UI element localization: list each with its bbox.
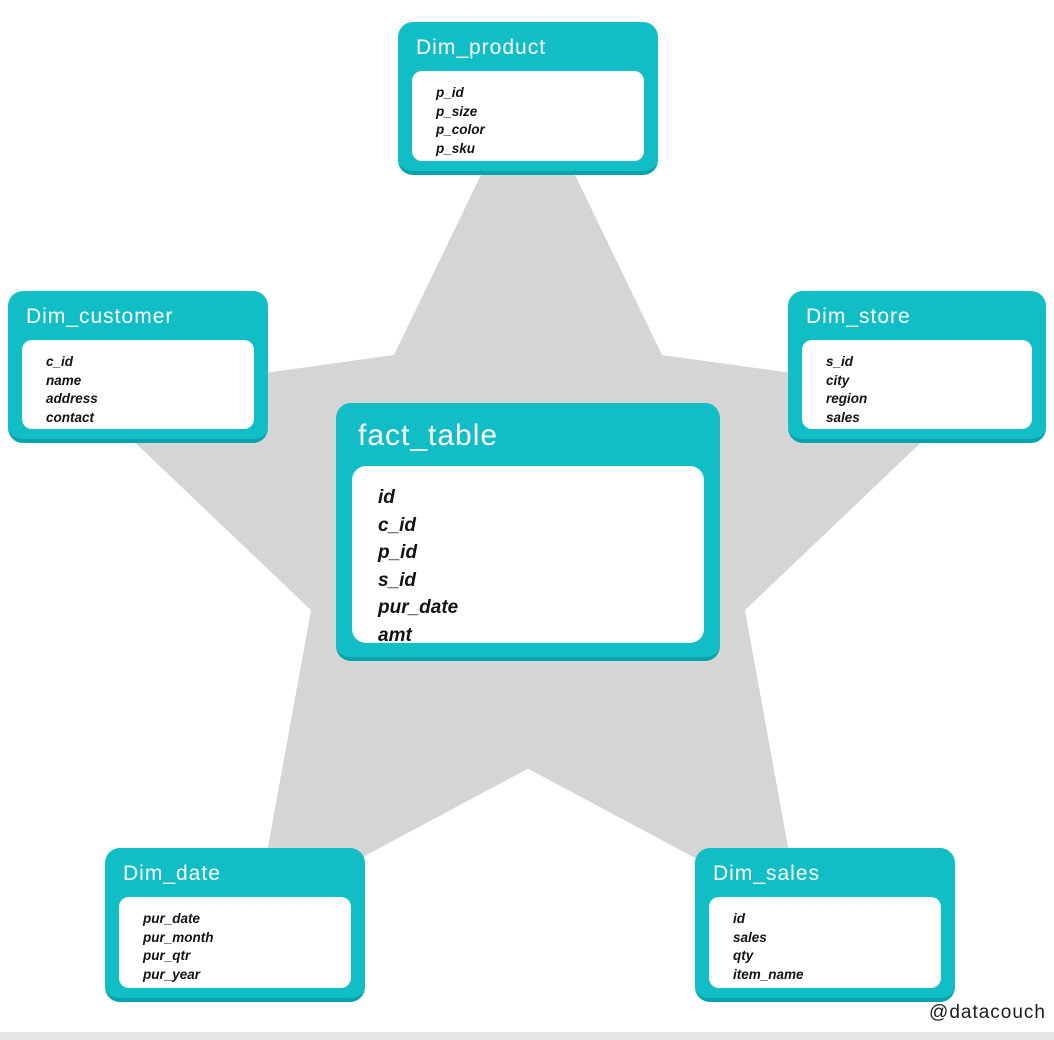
field-name: contact <box>46 410 95 426</box>
field-name: id <box>378 487 395 508</box>
field-name: c_id <box>378 514 417 536</box>
field-name: item_name <box>733 967 804 983</box>
table-dim-product: Dim_product p_id p_size p_color p_sku <box>398 22 658 175</box>
table-title: fact_table <box>358 419 499 452</box>
field-name: pur_date <box>378 597 459 618</box>
field-name: p_id <box>378 542 418 563</box>
field-name: qty <box>733 948 754 964</box>
table-title: Dim_store <box>806 305 911 328</box>
table-dim-customer: Dim_customer c_id name address contact <box>8 291 268 443</box>
field-name: sales <box>826 410 860 426</box>
field-name: sales <box>733 929 767 945</box>
field-name: p_color <box>436 122 485 138</box>
table-dim-sales: Dim_sales id sales qty item_name <box>695 848 955 1002</box>
table-title: Dim_date <box>123 862 221 885</box>
field-name: pur_qtr <box>143 948 191 964</box>
table-dim-date: Dim_date pur_date pur_month pur_qtr pur_… <box>105 848 365 1002</box>
field-name: pur_year <box>143 967 201 983</box>
field-name: amt <box>378 624 412 644</box>
table-field-list: id c_id p_id s_id pur_date amt <box>352 466 704 643</box>
field-name: city <box>826 372 850 388</box>
table-field-list: c_id name address contact <box>22 340 254 429</box>
watermark-credit: @datacouch <box>929 1002 1046 1023</box>
field-name: p_sku <box>436 141 476 157</box>
field-name: s_id <box>826 354 854 369</box>
field-name: p_id <box>436 85 464 100</box>
field-name: id <box>733 911 745 926</box>
field-name: c_id <box>46 354 74 369</box>
field-name: name <box>46 372 82 388</box>
table-field-list: id sales qty item_name <box>709 897 941 988</box>
field-name: p_size <box>436 103 478 119</box>
table-field-list: s_id city region sales <box>802 340 1032 429</box>
table-title: Dim_customer <box>26 305 174 328</box>
field-name: region <box>826 391 868 407</box>
footer-strip <box>0 1032 1054 1040</box>
field-name: pur_date <box>143 911 201 926</box>
field-name: pur_month <box>143 929 214 945</box>
field-name: address <box>46 391 98 407</box>
table-title: Dim_sales <box>713 862 821 885</box>
table-dim-store: Dim_store s_id city region sales <box>788 291 1046 443</box>
table-title: Dim_product <box>416 36 547 59</box>
table-fact: fact_table id c_id p_id s_id pur_date am… <box>336 403 720 661</box>
table-field-list: pur_date pur_month pur_qtr pur_year <box>119 897 351 988</box>
field-name: s_id <box>378 569 417 591</box>
table-field-list: p_id p_size p_color p_sku <box>412 71 644 161</box>
